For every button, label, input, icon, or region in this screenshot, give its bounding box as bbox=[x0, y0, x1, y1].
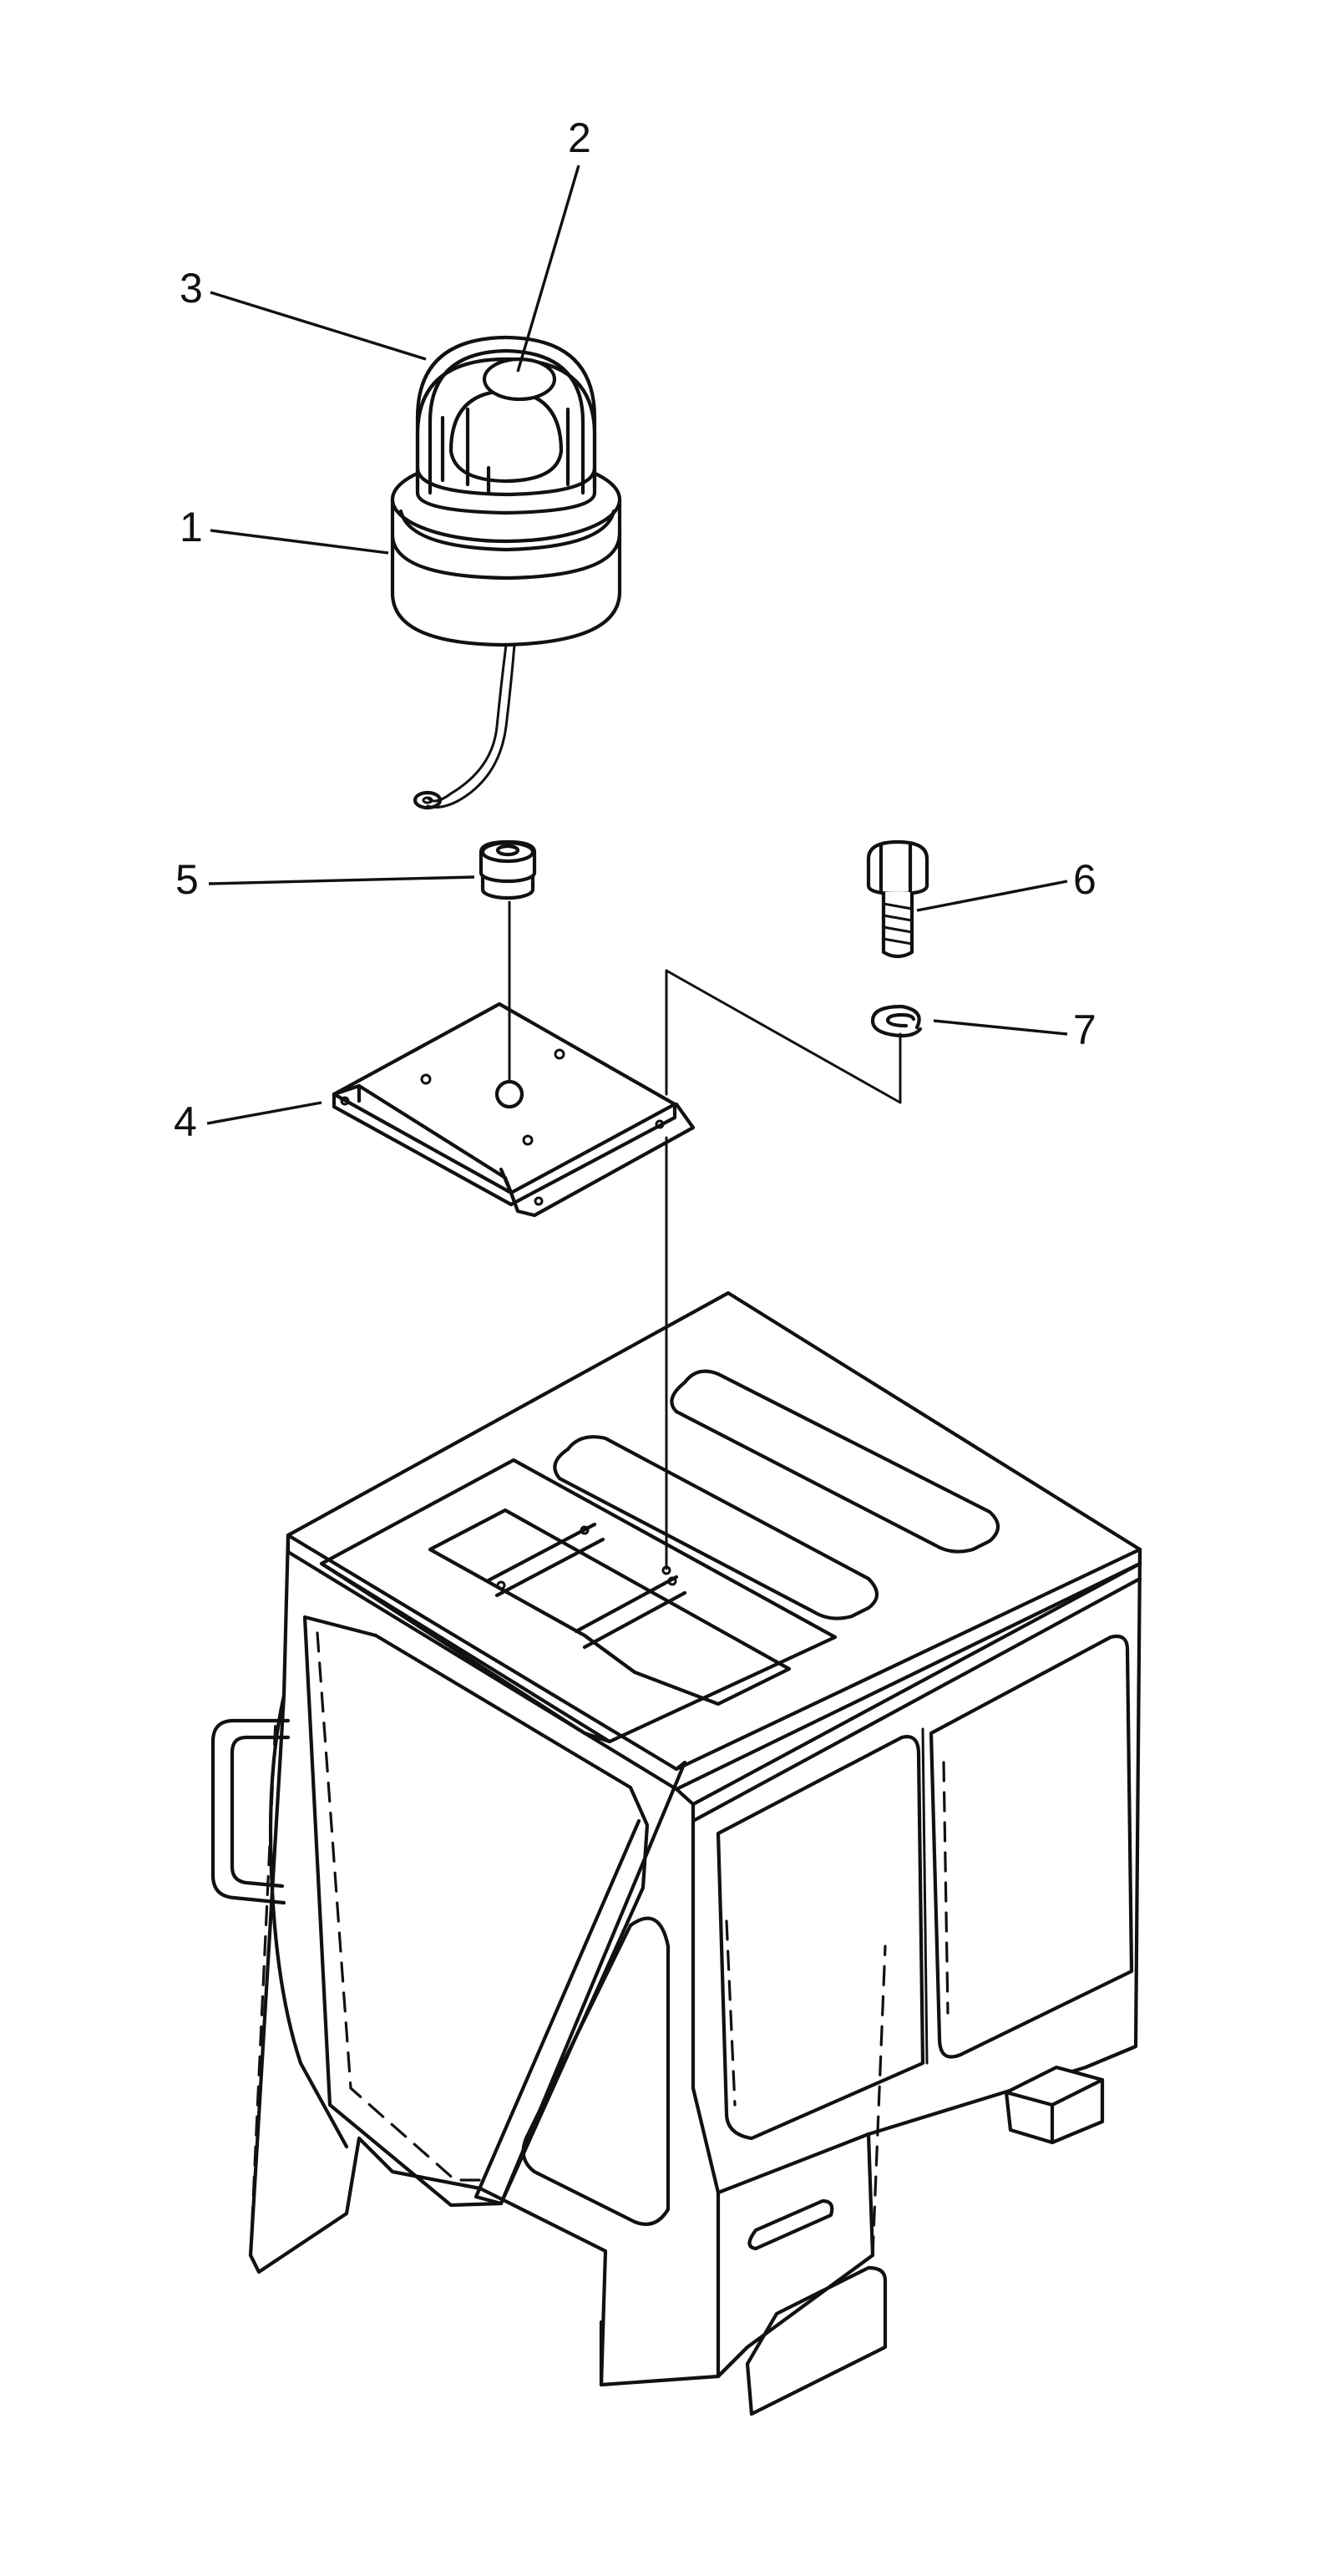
callout-label-6: 6 bbox=[1073, 856, 1096, 903]
callout-2: 2 bbox=[518, 114, 591, 372]
grommet-part-5 bbox=[481, 842, 534, 898]
assembly-centerlines bbox=[509, 902, 900, 1574]
callout-3: 3 bbox=[180, 265, 426, 359]
callout-6: 6 bbox=[917, 856, 1096, 910]
callout-label-4: 4 bbox=[174, 1098, 197, 1145]
cab-body bbox=[213, 1293, 1140, 2414]
callout-label-5: 5 bbox=[175, 856, 199, 903]
washer-part-7 bbox=[873, 1007, 920, 1036]
callout-label-7: 7 bbox=[1073, 1007, 1096, 1053]
callout-label-3: 3 bbox=[180, 265, 203, 312]
callout-7: 7 bbox=[934, 1007, 1096, 1053]
callout-label-1: 1 bbox=[180, 504, 203, 550]
bolt-part-6 bbox=[869, 842, 927, 956]
lens-dome-part-2 bbox=[418, 359, 595, 513]
wire-guard-part-3 bbox=[418, 337, 595, 493]
callout-5: 5 bbox=[175, 856, 474, 903]
mounting-plate-part-4 bbox=[334, 1004, 693, 1215]
callout-1: 1 bbox=[180, 504, 388, 553]
callout-4: 4 bbox=[174, 1098, 322, 1145]
callout-label-2: 2 bbox=[568, 114, 591, 161]
